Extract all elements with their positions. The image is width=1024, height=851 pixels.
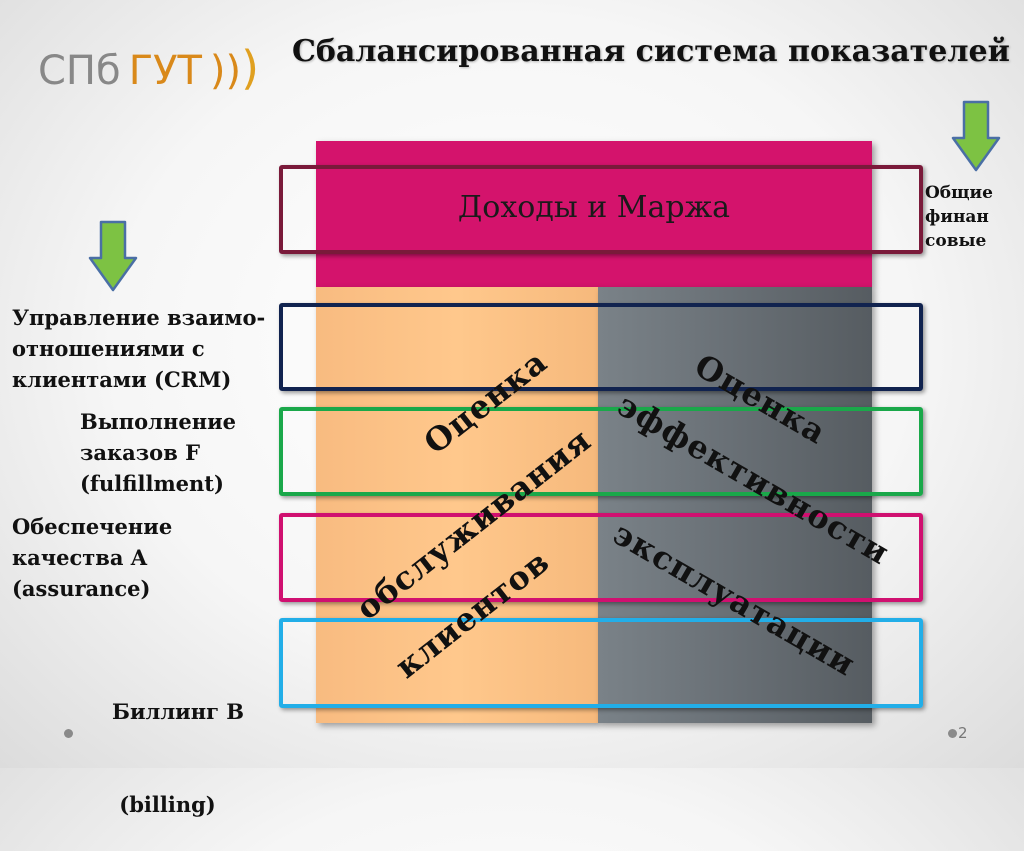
operations-efficiency-column xyxy=(598,287,872,723)
down-arrow-icon-right xyxy=(951,100,1001,172)
down-arrow-icon-left xyxy=(88,220,138,292)
footer-dot-right xyxy=(948,729,957,738)
financial-frame xyxy=(279,165,923,254)
page-number: 2 xyxy=(958,724,968,742)
slide-title: Сбалансированная система показателей xyxy=(292,34,1010,69)
crm-label: Управление взаимо- отношениями с клиента… xyxy=(12,305,266,392)
financial-label: Общие финан совые xyxy=(925,183,993,251)
fulfillment-frame xyxy=(279,407,923,496)
assurance-frame xyxy=(279,513,923,602)
logo-waves: )) xyxy=(209,48,242,94)
footer-dot-left xyxy=(64,729,73,738)
fulfillment-label: Выполнение заказов F (fulfillment) xyxy=(80,409,237,496)
assurance-label: Обеспечение качества A (assurance) xyxy=(12,514,173,601)
billing-label: Биллинг B (billing) xyxy=(112,699,245,817)
revenue-label: Доходы и Маржа xyxy=(457,190,731,225)
crm-frame xyxy=(279,303,923,391)
customer-service-column xyxy=(316,287,598,723)
logo-text-gut: ГУТ xyxy=(128,48,202,94)
billing-frame xyxy=(279,618,923,708)
logo-text-spb: СПб xyxy=(38,48,121,94)
logo-wave-large: ) xyxy=(241,41,260,95)
